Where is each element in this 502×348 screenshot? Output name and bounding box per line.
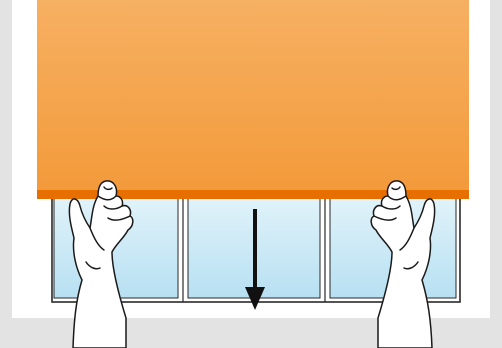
blind-fabric <box>37 0 469 194</box>
roller-blind[interactable] <box>37 0 469 199</box>
